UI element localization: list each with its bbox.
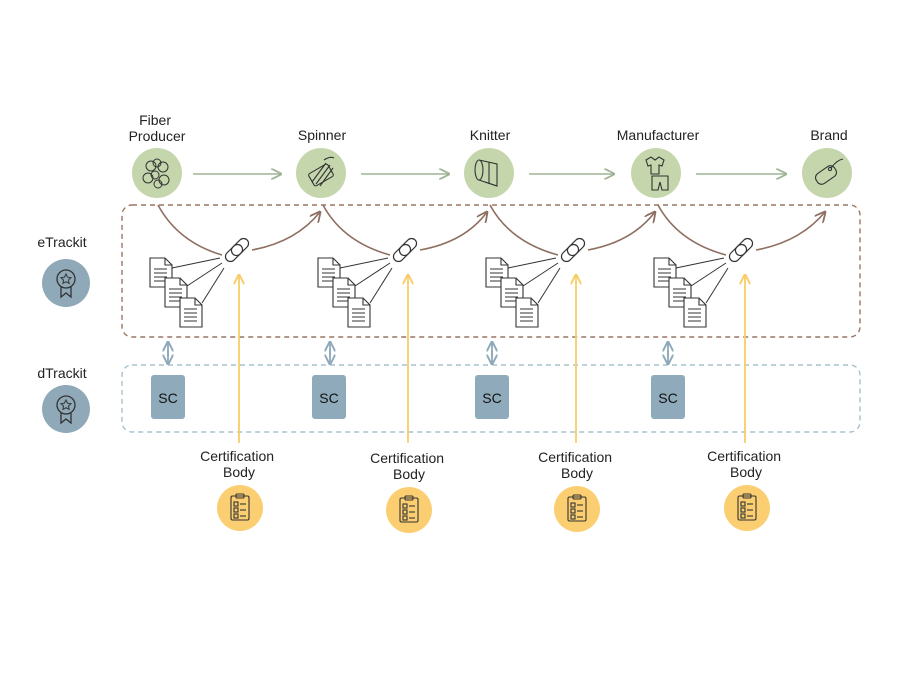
smart-contract-2: SC	[312, 375, 346, 419]
smart-contract-label: SC	[319, 390, 338, 406]
stage-brand	[802, 148, 852, 198]
stage-label-brand: Brand	[810, 127, 847, 143]
stage-knitter	[464, 148, 514, 198]
certification-label: Certification Body	[707, 448, 785, 480]
certification-body-4: Certification Body	[707, 448, 785, 531]
checklist-icons	[230, 493, 757, 523]
etrackit-layer-box	[121, 204, 861, 338]
checklist-icon	[399, 495, 419, 523]
smart-contract-1: SC	[151, 375, 185, 419]
clothing-icon	[645, 156, 669, 191]
document-stack-1	[149, 237, 250, 328]
stage-label-fiber-producer: Fiber Producer	[129, 112, 186, 144]
award-badge-icon	[42, 259, 90, 307]
certification-body-3: Certification Body	[538, 449, 616, 532]
smart-contract-3: SC	[475, 375, 509, 419]
certification-label: Certification Body	[200, 448, 278, 480]
award-badge-icon	[42, 385, 90, 433]
smart-contract-label: SC	[158, 390, 177, 406]
checklist-icon	[567, 494, 587, 522]
document-icon	[683, 297, 707, 328]
dtrackit-label: dTrackit	[37, 365, 86, 381]
stage-label-spinner: Spinner	[298, 127, 347, 143]
cotton-icon	[142, 158, 170, 189]
dtrackit-layer-box	[121, 364, 861, 433]
document-stack-4	[653, 237, 754, 328]
document-icon	[179, 297, 203, 328]
certification-body-2: Certification Body	[370, 450, 448, 533]
dtrackit-layer: dTrackit	[37, 365, 90, 433]
tag-icon	[814, 158, 844, 185]
certification-arrows	[239, 275, 745, 443]
etrackit-link-arrows	[157, 204, 825, 256]
stage-label-knitter: Knitter	[470, 127, 511, 143]
document-icon	[347, 297, 371, 328]
spool-icon	[308, 156, 335, 187]
etrackit-layer: eTrackit	[37, 234, 90, 307]
stage-fiber-producer	[132, 148, 182, 198]
certification-label: Certification Body	[370, 450, 448, 482]
smart-contract-4: SC	[651, 375, 685, 419]
smart-contract-label: SC	[658, 390, 677, 406]
document-icon	[515, 297, 539, 328]
document-groups	[149, 237, 754, 328]
stage-manufacturer	[631, 148, 681, 198]
chain-link-icon	[728, 237, 754, 263]
sync-arrows	[168, 342, 668, 364]
stage-spinner	[296, 148, 346, 198]
checklist-icon	[737, 493, 757, 521]
certification-label: Certification Body	[538, 449, 616, 481]
document-stack-3	[485, 237, 586, 328]
chain-link-icon	[392, 237, 418, 263]
fabric-roll-icon	[474, 159, 498, 187]
certification-body-1: Certification Body	[200, 448, 278, 531]
chain-link-icon	[224, 237, 250, 263]
etrackit-label: eTrackit	[37, 234, 86, 250]
chain-link-icon	[560, 237, 586, 263]
checklist-icon	[230, 493, 250, 521]
document-stack-2	[317, 237, 418, 328]
stage-label-manufacturer: Manufacturer	[617, 127, 700, 143]
smart-contract-label: SC	[482, 390, 501, 406]
